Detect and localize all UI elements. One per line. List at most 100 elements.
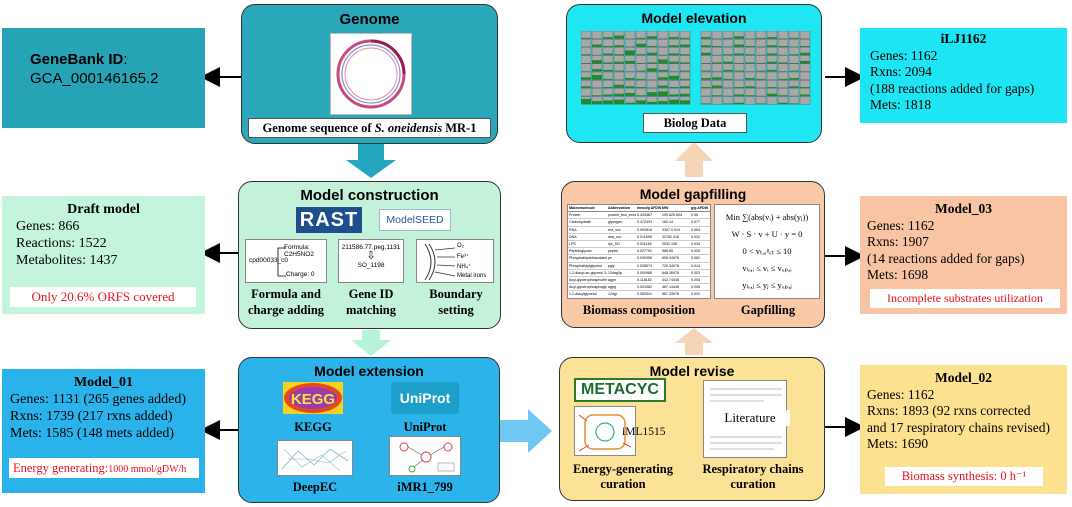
biomass-table-cell: 0.005: [691, 278, 700, 283]
biolog-well: [711, 55, 723, 64]
biomass-table-cell: 0.55: [691, 213, 698, 218]
literature-label: Literature: [710, 410, 790, 426]
biolog-well: [711, 80, 723, 89]
biolog-well-signal: [800, 60, 810, 64]
biolog-well: [635, 88, 647, 97]
biolog-well-signal: [603, 53, 613, 55]
biolog-well: [711, 47, 723, 56]
biolog-well: [799, 96, 811, 105]
arrow-extension-to-revise: [500, 409, 552, 453]
biolog-well: [711, 31, 723, 39]
gapfilling-step2: Gapfilling: [740, 303, 796, 317]
biomass-table-body: Proteinprotein_bsn_extracto0.433467109.8…: [568, 212, 710, 298]
draft-note: Only 20.6% ORFS covered: [10, 287, 196, 307]
biolog-well-signal: [789, 37, 799, 39]
biomass-table-cell: 109.825.504: [662, 213, 682, 218]
kegg-logo-icon: KEGG: [284, 383, 342, 413]
deepec-network-icon: [277, 440, 353, 476]
imr-label: iMR1_799: [397, 480, 453, 494]
biolog-well-signal: [592, 44, 602, 47]
arrow-gapfilling-to-elevation: [675, 142, 713, 177]
biolog-well: [733, 80, 745, 89]
model03-rxns2: (14 reactions added for gaps): [867, 250, 1025, 266]
arrow-construction-to-extension: [351, 330, 391, 356]
biolog-well: [777, 38, 789, 47]
biolog-well-signal: [789, 78, 799, 80]
extension-stage: Model extension KEGG KEGG UniProt UniPro…: [238, 357, 500, 503]
biolog-well-signal: [614, 35, 624, 39]
model02-genes: Genes: 1162: [867, 386, 935, 402]
biolog-well-signal: [723, 103, 733, 105]
biomass-table-cell: protein_bsn_extracto: [608, 213, 636, 218]
biomass-table-row: 1,2-diacyl-sn-glycerol 3-phosphate12dag3…: [568, 270, 710, 278]
model03-title: Model_03: [935, 201, 992, 216]
model01-note: Energy generating:1000 mmol/gDW/h: [9, 458, 199, 478]
biolog-well-signal: [734, 102, 744, 105]
biomass-table-cell: 467.14448: [662, 285, 679, 290]
biolog-well-signal: [581, 98, 591, 105]
biolog-well: [635, 47, 647, 56]
biolog-well-signal: [614, 45, 624, 47]
biolog-well: [733, 71, 745, 80]
biomass-table-cell: 0.005: [691, 285, 700, 290]
biomass-table-row: Acyl-glycerophosphoethanolamineagpe0.118…: [568, 277, 710, 285]
biolog-well-signal: [669, 61, 679, 64]
biomass-table-cell: Carbohydrate: [569, 220, 591, 225]
model02-mets: Mets: 1690: [867, 436, 929, 451]
biomass-table-cell: agpe: [608, 278, 616, 283]
biolog-well-signal: [701, 37, 711, 39]
biomass-table-cell: 648.36978: [662, 270, 679, 275]
biolog-well: [700, 88, 712, 97]
biomass-table-cell: 442.74448: [662, 278, 679, 283]
biolog-well: [799, 31, 811, 39]
biolog-well-signal: [745, 86, 755, 88]
kegg-logo: KEGG: [283, 382, 343, 414]
biolog-well: [777, 71, 789, 80]
biolog-well-signal: [701, 45, 711, 47]
biolog-well: [602, 80, 614, 89]
biomass-table-cell: glycogen: [608, 220, 623, 225]
biolog-well: [788, 38, 800, 47]
biolog-well: [613, 47, 625, 56]
biolog-well: [777, 47, 789, 56]
biolog-well-signal: [603, 94, 613, 96]
biolog-well-signal: [756, 78, 766, 80]
biolog-well-signal: [680, 70, 690, 72]
biolog-well-signal: [712, 95, 722, 96]
biomass-table-cell: 0.001082: [637, 285, 652, 290]
biolog-well: [777, 31, 789, 39]
genebank-box: GeneBank ID: GCA_000146165.2: [2, 28, 205, 128]
biolog-well-signal: [745, 78, 755, 80]
biolog-well-signal: [581, 37, 591, 39]
biolog-well: [788, 96, 800, 105]
biolog-well: [777, 80, 789, 89]
biomass-table-cell: 0.472433: [637, 220, 652, 225]
step-gene-id: Gene ID matching: [346, 287, 396, 317]
biomass-table-cell: 695.34978: [662, 256, 679, 261]
biolog-well-signal: [614, 84, 624, 88]
biolog-well: [581, 80, 592, 89]
biomass-table-cell: 0.000986: [637, 270, 652, 275]
biolog-well: [755, 63, 767, 72]
biolog-well-signal: [680, 37, 690, 39]
biolog-well-signal: [625, 92, 635, 96]
biolog-well-signal: [625, 102, 635, 105]
uniprot-logo: UniProt: [391, 382, 459, 414]
biolog-well-signal: [636, 70, 646, 72]
biolog-well-signal: [581, 77, 591, 80]
biomass-table-cell: 3307.0.914: [662, 227, 680, 232]
draft-metabolites: Metabolites: 1437: [16, 253, 118, 268]
biolog-well-signal: [734, 53, 744, 55]
gapfilling-step1: Biomass composition: [582, 303, 696, 317]
eq-y-bounds: yₗₒ,ⱼ ≤ yⱼ ≤ yᵤₚ,ⱼ: [742, 280, 792, 290]
biolog-well-signal: [767, 37, 777, 39]
metacyc-logo-text: METACYC: [581, 381, 659, 398]
biolog-well-signal: [669, 99, 679, 105]
biomass-table-cell: 0.031: [691, 234, 700, 239]
biolog-well-signal: [778, 46, 788, 47]
extension-title: Model extension: [314, 363, 424, 379]
biomass-table-header-cell: g/g AFDW: [691, 206, 709, 210]
